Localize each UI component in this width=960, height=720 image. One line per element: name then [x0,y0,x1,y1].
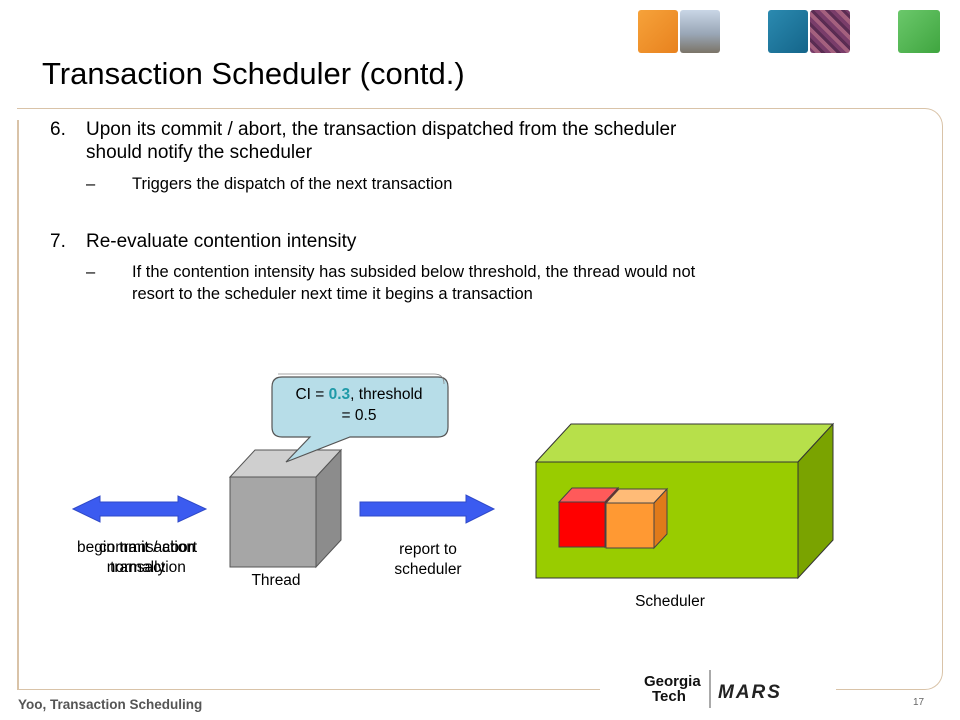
thumbnail-green [898,10,940,53]
label-thread: Thread [251,572,301,589]
label-report-line2: scheduler [394,561,462,578]
double-arrow-icon [71,495,208,523]
scheduler-cube-top [534,423,835,463]
thread-cube-front [229,476,317,568]
thread-cube [228,448,343,569]
sub-bullet-7-1: – If the contention intensity has subsid… [86,262,926,306]
footer-author: Yoo, Transaction Scheduling [18,697,203,712]
thumbnail-campus-photo [680,10,720,53]
label-begin-transaction: begin transaction normally [56,538,216,578]
callout-bubble-shadow [278,373,445,385]
orange-box-front [605,502,655,549]
content-frame-left-edge [17,120,19,690]
label-commit-line2: transaction [110,559,186,576]
arrow-right-icon [359,494,496,524]
bullet-6: 6. Upon its commit / abort, the transact… [50,118,930,168]
label-begin-line2: normally [106,559,166,576]
sub-bullet-text-line2: resort to the scheduler next time it beg… [132,285,533,303]
sub-bullet-dash: – [86,263,96,281]
bullet-text-line1: Re-evaluate contention intensity [86,231,357,252]
header-thumbnails [638,10,944,53]
label-begin-line1: begin transaction [76,539,196,556]
callout-suffix: , threshold [350,386,423,403]
thumbnail-teal [768,10,808,53]
frame-logo-gap [600,676,836,706]
red-box-front [558,501,606,548]
logo-tech: Tech [652,688,686,705]
sub-bullet-text-line1: If the contention intensity has subsided… [132,263,696,281]
label-report-line1: report to [399,541,457,558]
callout-text: CI = 0.3, threshold = 0.5 [272,384,446,426]
thumbnail-orange [638,10,678,53]
bullet-7: 7. Re-evaluate contention intensity [50,230,930,254]
callout-bubble [271,376,449,463]
thumbnail-circuit-photo [810,10,850,53]
label-commit-line1: commit / abort [98,539,198,556]
sub-bullet-dash: – [86,175,96,193]
callout-threshold: = 0.5 [341,407,377,424]
logo-mars: MARS [718,682,782,703]
sub-bullet-text: Triggers the dispatch of the next transa… [132,175,453,193]
callout-prefix: CI = [295,386,329,403]
queued-transaction-orange [604,487,669,550]
bullet-number: 7. [50,231,66,252]
label-scheduler: Scheduler [635,593,705,610]
bullet-text-line2: should notify the scheduler [86,142,313,163]
bullet-number: 6. [50,119,66,140]
label-report-to-scheduler: report to scheduler [366,540,490,580]
label-commit-abort: commit / abort transaction [68,538,228,578]
contention-intensity-value: 0.3 [328,386,351,403]
logo-georgia: Georgia [644,673,701,690]
page-number: 17 [913,697,925,708]
slide-title: Transaction Scheduler (contd.) [42,56,465,91]
georgia-tech-mars-logo: Georgia Tech MARS [644,670,782,708]
sub-bullet-6-1: – Triggers the dispatch of the next tran… [86,174,926,196]
content-frame [17,108,943,690]
bullet-text-line1: Upon its commit / abort, the transaction… [86,119,677,140]
